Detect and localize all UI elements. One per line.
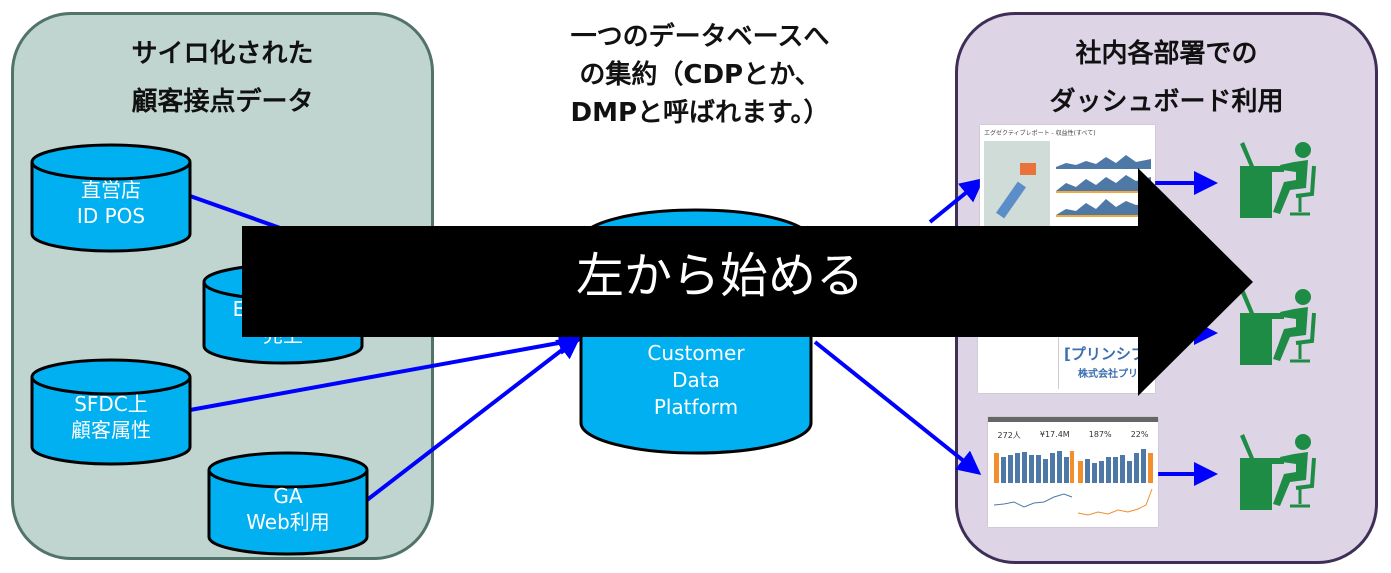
bar-chart-left (994, 451, 1074, 483)
datasource-cylinder-idpos (30, 143, 192, 253)
wordcloud-secondary-term: 株式会社プリンシプル (1078, 369, 1155, 380)
dashboard-thumbnail-executive[interactable]: エグゼクティブレポート - 収益性(すべて) (980, 125, 1155, 235)
datasource-cylinder-sfdc (30, 358, 192, 466)
dashboard-usage-title-line2: ダッシュボード利用 (1049, 87, 1284, 117)
start-from-left-label: 左から始める (575, 248, 864, 304)
datasource-idpos-line2: ID POS (76, 204, 146, 228)
connector-sfdc-to-cdp (189, 331, 583, 412)
kpi-row: 272人 ¥17.4M 187% 22% (988, 430, 1158, 441)
line-chart-right (1077, 488, 1153, 516)
kpi-value: 187% (1088, 430, 1112, 439)
dashboard-thumbnail-kpi[interactable]: 272人 ¥17.4M 187% 22% (988, 417, 1158, 527)
datasource-ga-line1: GA (273, 484, 303, 508)
cdp-label-line3: Platform (653, 395, 739, 419)
kpi-charts (993, 449, 1153, 516)
connector-cdp-to-dashboard3 (813, 340, 982, 475)
siloed-data-title-line1: サイロ化された (131, 39, 314, 69)
map-region-hokkaido (1020, 163, 1036, 175)
datasource-sfdc-line2: 顧客属性 (71, 418, 151, 442)
connector-cdp-to-dashboard1 (928, 177, 985, 224)
line-chart-left (993, 493, 1073, 508)
kpi-value: 22% (1130, 430, 1149, 439)
cdp-description-line1: 一つのデータベースへ (570, 22, 830, 52)
dashboard-thumbnail-wordcloud[interactable]: [プリンシプル] 株式会社プリンシプル (978, 335, 1155, 393)
person-at-desk-icon (1240, 289, 1316, 365)
datasource-label-ga: GA Web利用 (209, 483, 367, 543)
cdp-description-line3: DMPと呼ばれます。） (570, 98, 830, 128)
datasource-idpos-line1: 直営店 (81, 178, 141, 202)
kpi-value: 272人 (997, 431, 1021, 440)
dashboard-executive-title: エグゼクティブレポート - 収益性(すべて) (984, 130, 1096, 137)
kpi-value: ¥17.4M (1039, 430, 1070, 439)
list-panel (982, 337, 1059, 389)
cdp-label: Customer Data Platform (581, 340, 811, 424)
datasource-label-sfdc: SFDC上 顧客属性 (32, 391, 190, 451)
connector-ga-to-cdp (365, 335, 582, 502)
datasource-label-idpos: 直営店 ID POS (32, 177, 190, 237)
area-charts (1056, 155, 1151, 217)
cdp-description-line2: の集約（CDPとか、 (579, 60, 821, 90)
datasource-sfdc-line1: SFDC上 (74, 392, 148, 416)
wordcloud-main-term: [プリンシプル] (1064, 345, 1155, 363)
siloed-data-title-line2: 顧客接点データ (131, 87, 314, 117)
japan-map (984, 141, 1050, 231)
dashboard-usage-title-line1: 社内各部署での (1075, 39, 1258, 69)
datasource-ga-line2: Web利用 (246, 510, 330, 534)
datasource-cylinder-ga (207, 451, 369, 556)
person-at-desk-icon (1240, 434, 1316, 510)
cdp-description: 一つのデータベースへ の集約（CDPとか、 DMPと呼ばれます。） (510, 18, 890, 132)
cdp-label-line1: Customer (647, 341, 745, 365)
bar-chart-right (1078, 449, 1153, 483)
kpi-dashboard-header-bar (988, 417, 1158, 422)
cdp-label-line2: Data (672, 368, 720, 392)
person-at-desk-icon (1240, 142, 1316, 218)
